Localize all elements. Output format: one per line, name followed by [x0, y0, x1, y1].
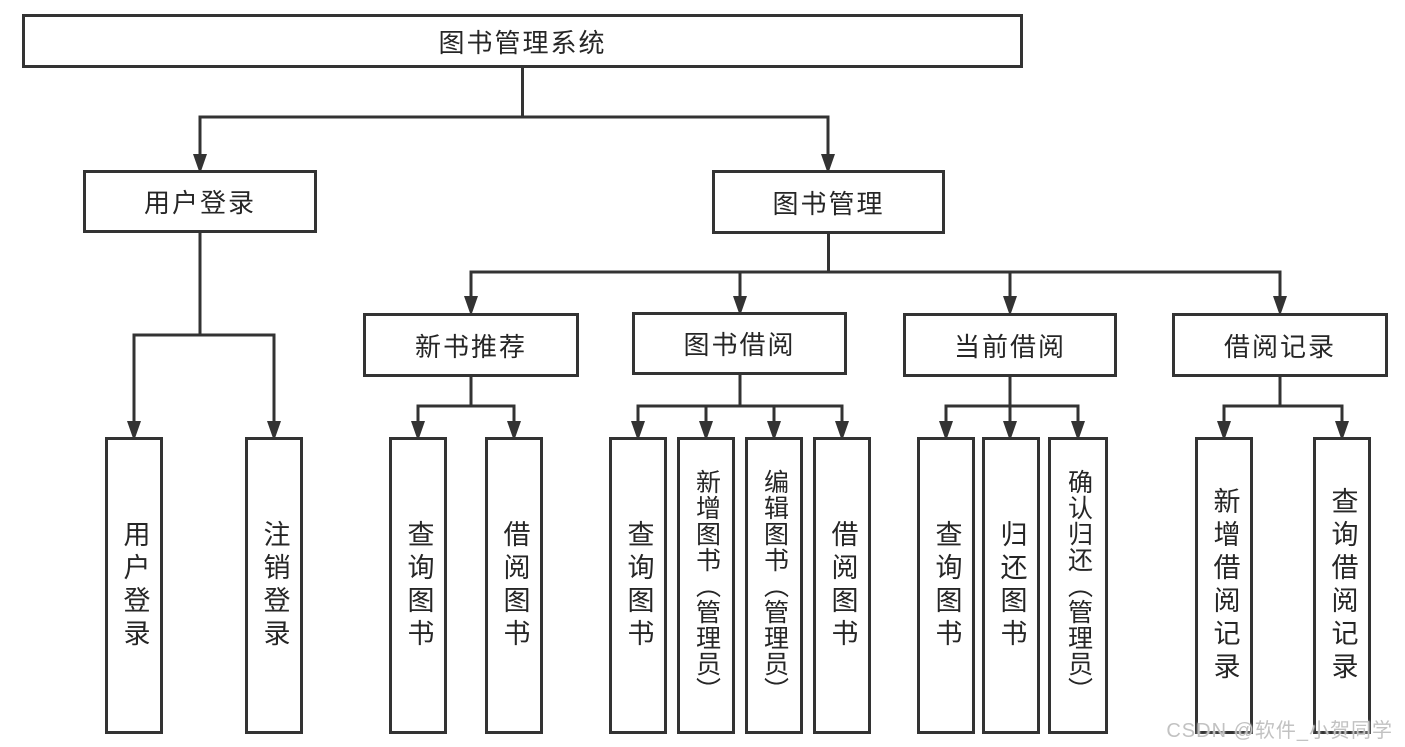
leaf-query-books-recommend: 查询图书	[389, 437, 447, 734]
connector-root-to-level2	[198, 68, 830, 158]
leaf-query-books-recommend-label: 查询图书	[403, 519, 434, 652]
leaf-query-books-current-label: 查询图书	[931, 519, 962, 652]
node-book-borrow-label: 图书借阅	[683, 330, 796, 360]
node-new-book-recommend: 新书推荐	[363, 313, 579, 377]
leaf-query-books-borrow-label: 查询图书	[623, 519, 654, 652]
leaf-return-book-label: 归还图书	[996, 519, 1027, 652]
node-borrow-records-label: 借阅记录	[1223, 331, 1336, 362]
leaf-borrow-books-recommend: 借阅图书	[485, 437, 543, 734]
leaf-query-borrow-record: 查询借阅记录	[1313, 437, 1371, 734]
leaf-query-books-current: 查询图书	[917, 437, 975, 734]
node-user-login-label: 用户登录	[143, 188, 256, 218]
node-root-label: 图书管理系统	[438, 27, 607, 58]
connector-user-login-children	[132, 233, 276, 424]
leaf-logout-label: 注销登录	[259, 519, 290, 652]
leaf-query-books-borrow: 查询图书	[609, 437, 667, 734]
leaf-borrow-books-label: 借阅图书	[827, 519, 858, 652]
leaf-logout: 注销登录	[245, 437, 303, 734]
leaf-user-login-label: 用户登录	[119, 519, 150, 652]
connector-book-management-children	[469, 234, 1282, 300]
node-root: 图书管理系统	[22, 14, 1023, 68]
leaf-add-book-admin: 新增图书（管理员）	[677, 437, 735, 734]
leaf-edit-book-admin-label: 编辑图书（管理员）	[760, 468, 789, 703]
node-new-book-recommend-label: 新书推荐	[414, 331, 527, 362]
leaf-confirm-return-admin: 确认归还（管理员）	[1048, 437, 1108, 734]
node-user-login: 用户登录	[83, 170, 317, 233]
node-borrow-records: 借阅记录	[1172, 313, 1388, 377]
node-book-management-label: 图书管理	[772, 188, 885, 219]
watermark-text: CSDN @软件_小贺同学	[1166, 720, 1393, 742]
leaf-confirm-return-admin-label: 确认归还（管理员）	[1064, 468, 1093, 703]
leaf-query-borrow-record-label: 查询借阅记录	[1327, 486, 1358, 685]
connector-book-borrow-children	[636, 375, 844, 424]
leaf-add-borrow-record: 新增借阅记录	[1195, 437, 1253, 734]
node-current-borrow: 当前借阅	[903, 313, 1117, 377]
connector-borrow-records-children	[1222, 377, 1344, 424]
leaf-user-login: 用户登录	[105, 437, 163, 734]
connector-current-borrow-children	[944, 377, 1080, 424]
node-book-borrow: 图书借阅	[632, 312, 847, 375]
leaf-add-book-admin-label: 新增图书（管理员）	[692, 468, 721, 703]
leaf-borrow-books-recommend-label: 借阅图书	[499, 519, 530, 652]
leaf-borrow-books: 借阅图书	[813, 437, 871, 734]
node-book-management: 图书管理	[712, 170, 945, 234]
node-current-borrow-label: 当前借阅	[953, 331, 1066, 362]
leaf-add-borrow-record-label: 新增借阅记录	[1209, 486, 1240, 685]
leaf-edit-book-admin: 编辑图书（管理员）	[745, 437, 803, 734]
leaf-return-book: 归还图书	[982, 437, 1040, 734]
connector-new-book-recommend-children	[416, 377, 516, 424]
